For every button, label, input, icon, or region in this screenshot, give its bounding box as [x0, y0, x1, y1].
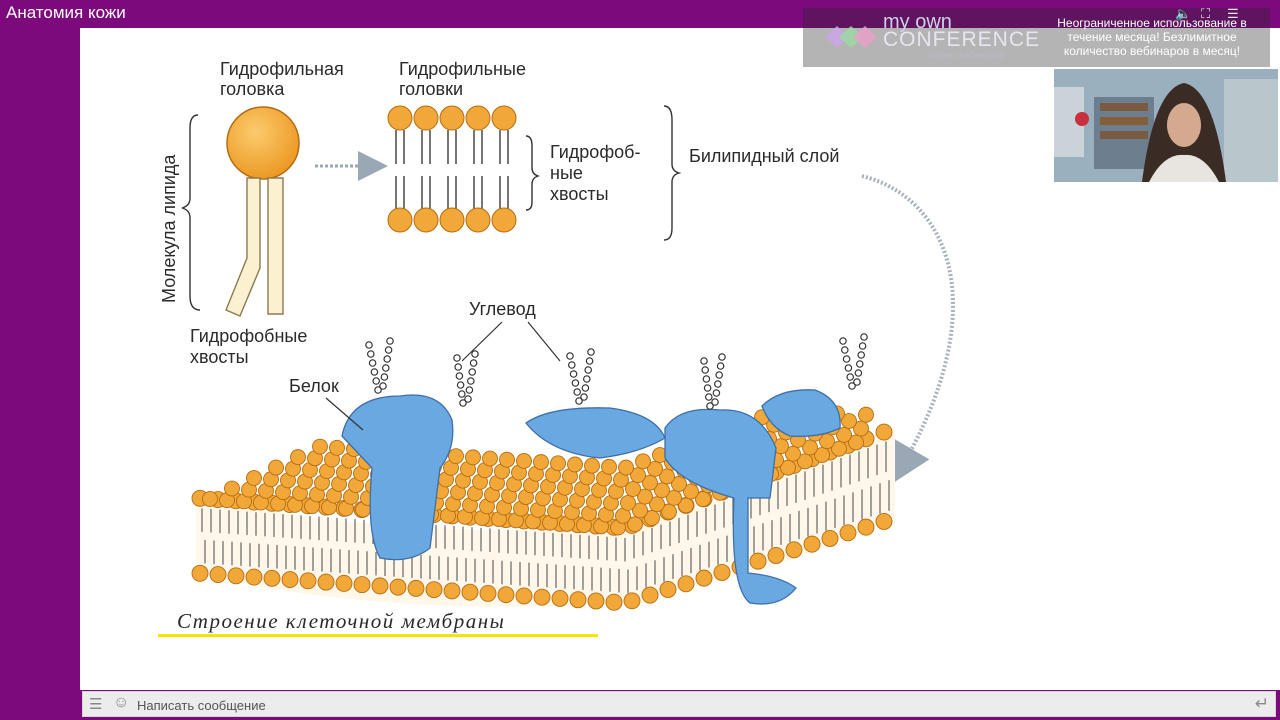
diagram-caption: Строение клеточной мембраны [177, 609, 505, 633]
emoji-icon[interactable]: ☺ [113, 694, 129, 712]
promo-message: Неограниченное использование в течение м… [1043, 16, 1261, 58]
label-heads-line2: головки [399, 79, 463, 99]
label-head-line2: головка [220, 79, 285, 99]
fullscreen-icon[interactable]: ⛶ [1201, 6, 1210, 22]
tails-brace [526, 136, 538, 210]
caption-underline [158, 634, 598, 637]
brand-tagline: сервис вебинаров [928, 50, 1004, 60]
label-head-line1: Гидрофильная [220, 59, 344, 79]
label-bilayer: Билипидный слой [689, 146, 839, 166]
label-lipid-molecule: Молекула липида [159, 154, 179, 303]
mini-bilayer [388, 106, 516, 232]
send-icon[interactable]: ↵ [1255, 694, 1269, 714]
lipid-brace [182, 115, 200, 310]
logo-diamonds-icon [813, 20, 883, 54]
menu-icon[interactable]: ☰ [1227, 6, 1239, 22]
lipid-molecule [226, 107, 299, 316]
window-title: Анатомия кожи [6, 3, 126, 23]
label-protein: Белок [289, 376, 339, 396]
webcam-preview[interactable] [1054, 69, 1278, 182]
chat-menu-icon[interactable]: ☰ [89, 695, 102, 713]
curved-arrow-icon [862, 176, 953, 470]
label-carbohydrate: Углевод [469, 299, 536, 319]
chat-message-input[interactable] [135, 694, 1239, 716]
chat-bar: ☰ ☺ ↵ [82, 691, 1276, 717]
label-heads-line1: Гидрофильные [399, 59, 526, 79]
brand-line2: CONFERENCE [883, 29, 1040, 51]
label-tails-mid-line1: Гидрофоб- [550, 142, 640, 162]
label-tails-left-line1: Гидрофобные [190, 326, 307, 346]
label-tails-mid-line3: хвосты [550, 184, 609, 204]
promo-banner[interactable]: my own CONFERENCE сервис вебинаров Неогр… [803, 8, 1270, 67]
volume-icon[interactable]: 🔈 [1175, 6, 1191, 22]
label-tails-left-line2: хвосты [190, 347, 249, 367]
label-tails-mid-line2: ные [550, 163, 583, 183]
webcam-image [1054, 69, 1278, 182]
bilayer-brace [664, 106, 679, 240]
